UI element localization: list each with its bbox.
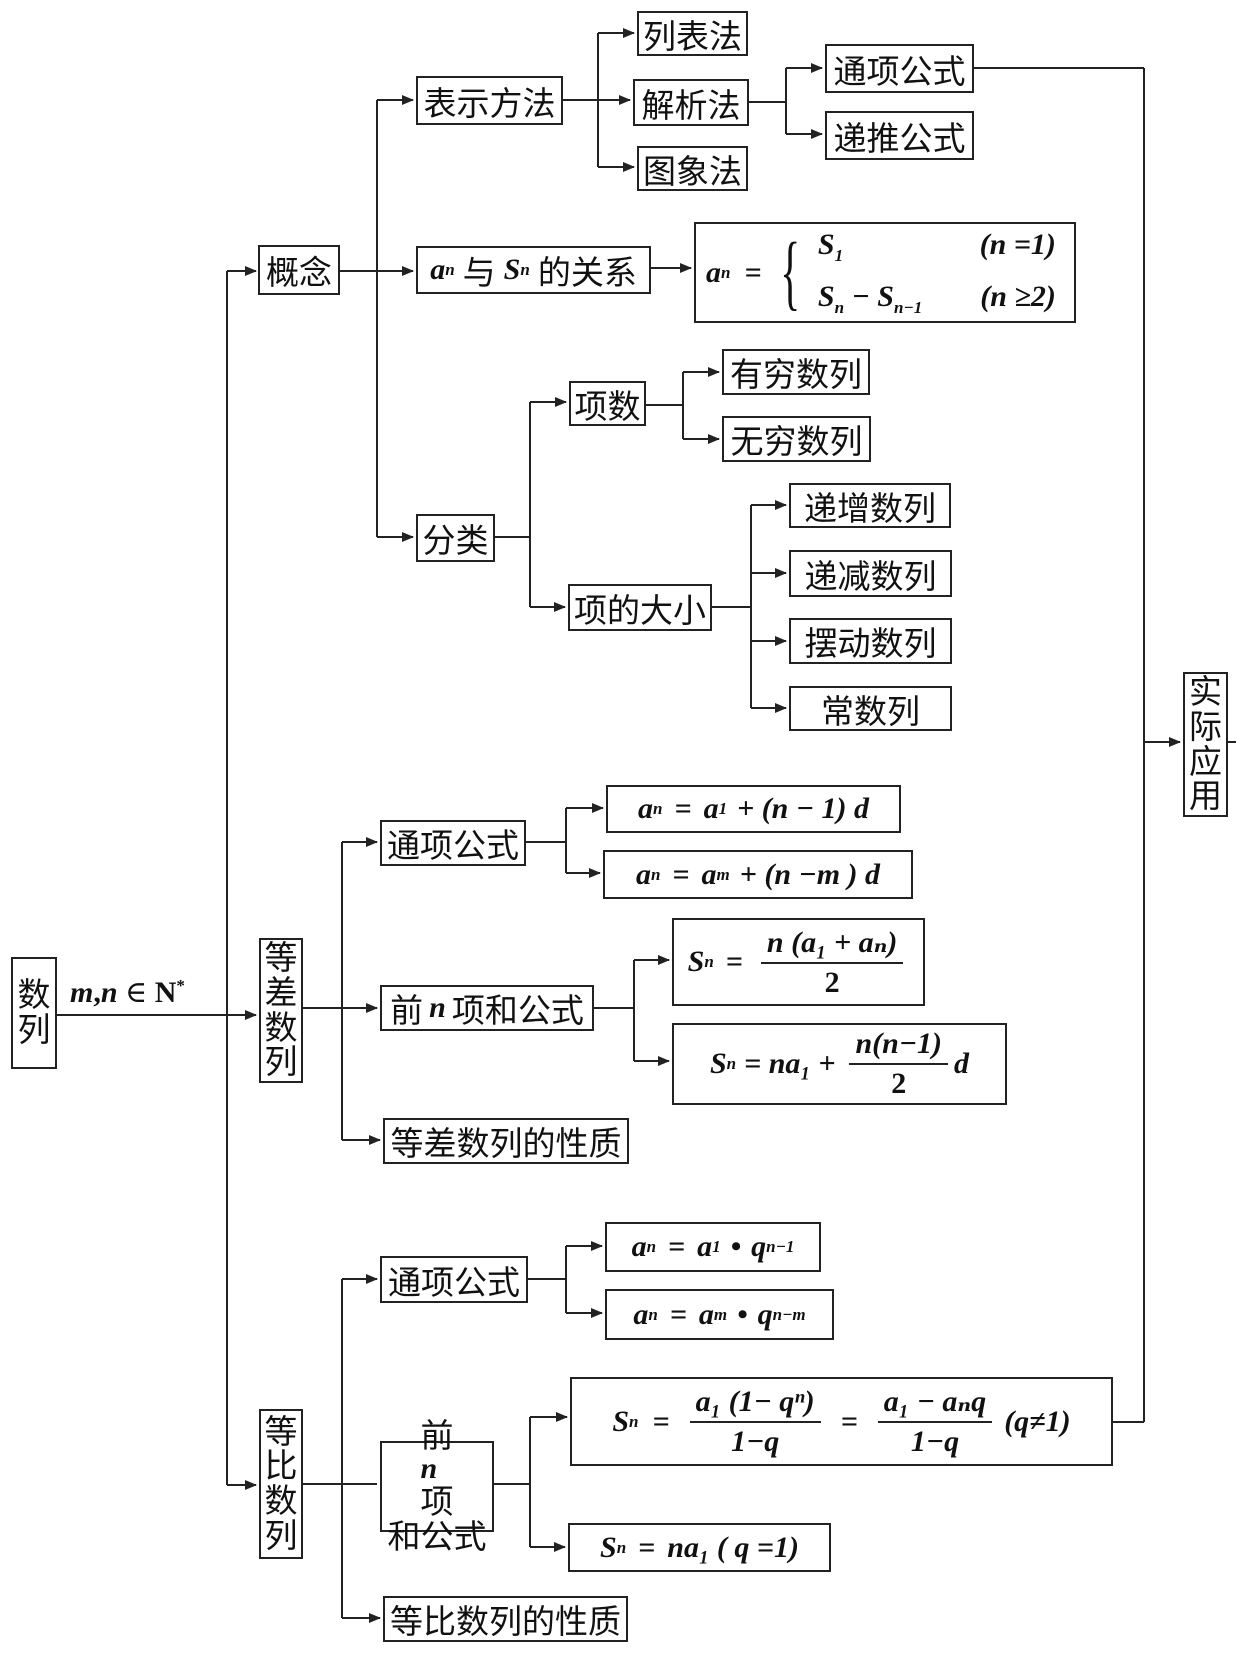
general-term-formula-label: 通项公式 [833, 51, 966, 91]
geometric-char-4: 列 [264, 1515, 298, 1555]
method-analytic-label: 解析法 [641, 85, 741, 125]
node-general-term-formula[interactable]: 通项公式 [825, 44, 974, 93]
arithmetic-char-2: 差 [264, 972, 298, 1012]
arithmetic-char-3: 数 [264, 1007, 298, 1047]
root-edge-label: m,n ∈ N* [70, 976, 185, 1009]
arithmetic-sum-post: 项和公式 [451, 991, 584, 1030]
finite-sequence-label: 有穷数列 [730, 355, 862, 394]
node-arithmetic-general-term[interactable]: 通项公式 [380, 820, 526, 866]
relation-a-sub: n [445, 260, 455, 279]
node-increasing-sequence[interactable]: 递增数列 [789, 483, 951, 528]
node-arithmetic-sum[interactable]: 前 n 项和公式 [380, 985, 594, 1031]
arithmetic-char-1: 等 [264, 938, 298, 978]
arithmetic-general-term-label: 通项公式 [387, 826, 519, 865]
geometric-char-2: 比 [264, 1446, 298, 1486]
node-recursive-formula[interactable]: 递推公式 [825, 111, 974, 160]
node-arithmetic-properties[interactable]: 等差数列的性质 [383, 1118, 629, 1164]
node-term-count[interactable]: 项数 [569, 381, 646, 426]
brace-symbol: { [779, 225, 800, 319]
node-geometric-properties[interactable]: 等比数列的性质 [383, 1596, 628, 1642]
node-method-table[interactable]: 列表法 [637, 11, 748, 56]
geometric-sum-line2: 和公式 [387, 1516, 487, 1556]
constant-sequence-label: 常数列 [821, 691, 920, 731]
infinite-sequence-label: 无穷数列 [730, 422, 863, 461]
node-sequence-root[interactable]: 数 列 [11, 957, 57, 1069]
relation-yu: 与 [462, 253, 496, 292]
node-classification[interactable]: 分类 [416, 514, 495, 562]
node-term-size-label: 项的大小 [574, 590, 706, 630]
root-char-2: 列 [17, 1010, 51, 1049]
arithmetic-sum-pre: 前 [390, 991, 424, 1030]
application-char-2: 际 [1189, 706, 1222, 746]
node-finite-sequence[interactable]: 有穷数列 [722, 349, 870, 395]
node-constant-sequence[interactable]: 常数列 [789, 686, 952, 731]
node-representation[interactable]: 表示方法 [416, 76, 563, 125]
node-method-graph[interactable]: 图象法 [637, 146, 748, 191]
geometric-properties-label: 等比数列的性质 [390, 1602, 621, 1641]
node-term-size[interactable]: 项的大小 [568, 584, 712, 631]
application-char-4: 用 [1189, 776, 1222, 816]
oscillating-sequence-label: 摆动数列 [804, 624, 937, 663]
node-concept-label: 概念 [266, 253, 332, 292]
root-char-1: 数 [17, 975, 51, 1015]
node-geometric-sequence[interactable]: 等 比 数 列 [259, 1409, 303, 1559]
decreasing-sequence-label: 递减数列 [804, 556, 937, 596]
relation-s-sub: n [520, 260, 530, 279]
node-method-analytic[interactable]: 解析法 [633, 79, 749, 126]
geometric-char-1: 等 [264, 1411, 298, 1451]
node-concept[interactable]: 概念 [258, 245, 340, 295]
node-representation-label: 表示方法 [423, 83, 556, 123]
node-decreasing-sequence[interactable]: 递减数列 [789, 550, 952, 597]
method-table-label: 列表法 [643, 16, 742, 56]
application-char-3: 应 [1189, 741, 1222, 781]
node-classification-label: 分类 [422, 521, 489, 560]
node-infinite-sequence[interactable]: 无穷数列 [722, 416, 871, 462]
node-arithmetic-sequence[interactable]: 等 差 数 列 [259, 938, 303, 1083]
increasing-sequence-label: 递增数列 [804, 488, 936, 528]
arithmetic-sum-n: n [429, 991, 446, 1024]
geometric-char-3: 数 [264, 1481, 298, 1520]
relation-a: a [430, 253, 446, 286]
geometric-general-term-label: 通项公式 [388, 1262, 520, 1302]
node-oscillating-sequence[interactable]: 摆动数列 [789, 618, 952, 664]
relation-tail: 的关系 [537, 253, 637, 292]
application-char-1: 实 [1189, 672, 1222, 712]
relation-s: S [503, 253, 521, 286]
method-graph-label: 图象法 [643, 151, 742, 191]
arithmetic-properties-label: 等差数列的性质 [390, 1124, 622, 1163]
arithmetic-char-4: 列 [264, 1042, 298, 1082]
node-term-count-label: 项数 [574, 386, 641, 426]
node-practical-application[interactable]: 实 际 应 用 [1183, 672, 1228, 817]
node-geometric-general-term[interactable]: 通项公式 [380, 1256, 528, 1303]
recursive-formula-label: 递推公式 [833, 118, 966, 158]
